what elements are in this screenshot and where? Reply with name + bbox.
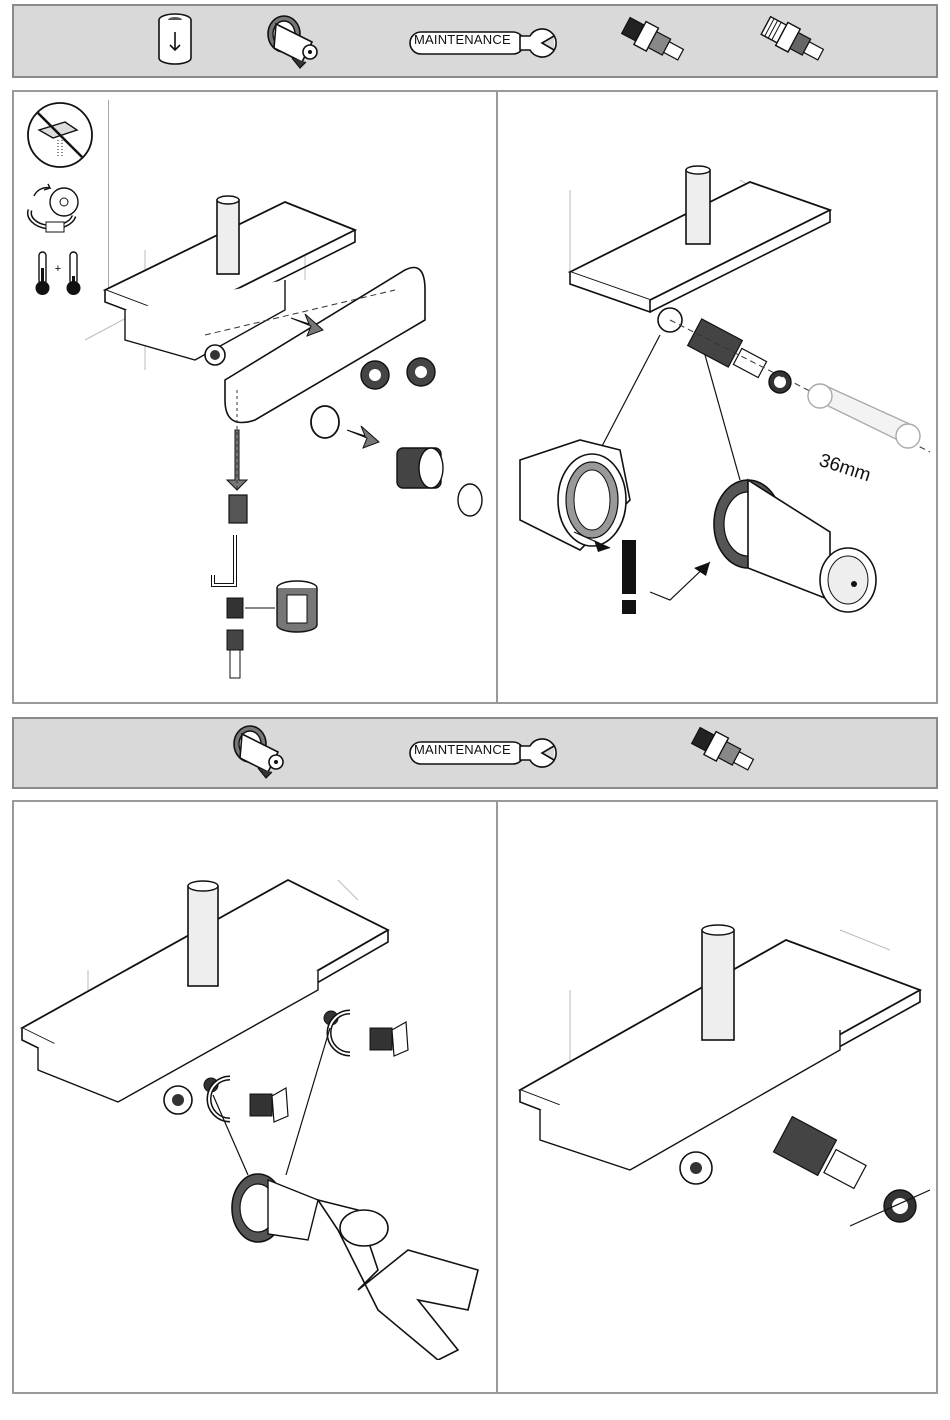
hot-plus-cold-icon: + — [28, 250, 88, 298]
check-valve-removal-illustration — [18, 870, 488, 1360]
check-valve-icon — [228, 722, 302, 782]
plus-sign: + — [55, 263, 61, 275]
maintenance-label: MAINTENANCE — [414, 32, 511, 47]
no-water-icon — [25, 100, 95, 170]
cartridge-reassembly-illustration — [510, 900, 930, 1260]
check-valve-icon — [262, 12, 336, 72]
thermostatic-cartridge-icon — [688, 724, 762, 778]
maintenance-label: MAINTENANCE — [414, 742, 511, 757]
mixer-disassembly-illustration — [85, 190, 485, 690]
rotate-cartridge-icon — [24, 180, 90, 240]
thermostatic-cartridge-icon — [618, 14, 692, 68]
cartridge-removal-illustration — [510, 160, 930, 620]
maintenance-badge-top: MAINTENANCE — [408, 26, 558, 60]
maintenance-badge-bottom: MAINTENANCE — [408, 736, 558, 770]
filter-cartridge-icon — [155, 12, 195, 68]
thermostatic-cartridge-alt-icon — [758, 14, 832, 68]
